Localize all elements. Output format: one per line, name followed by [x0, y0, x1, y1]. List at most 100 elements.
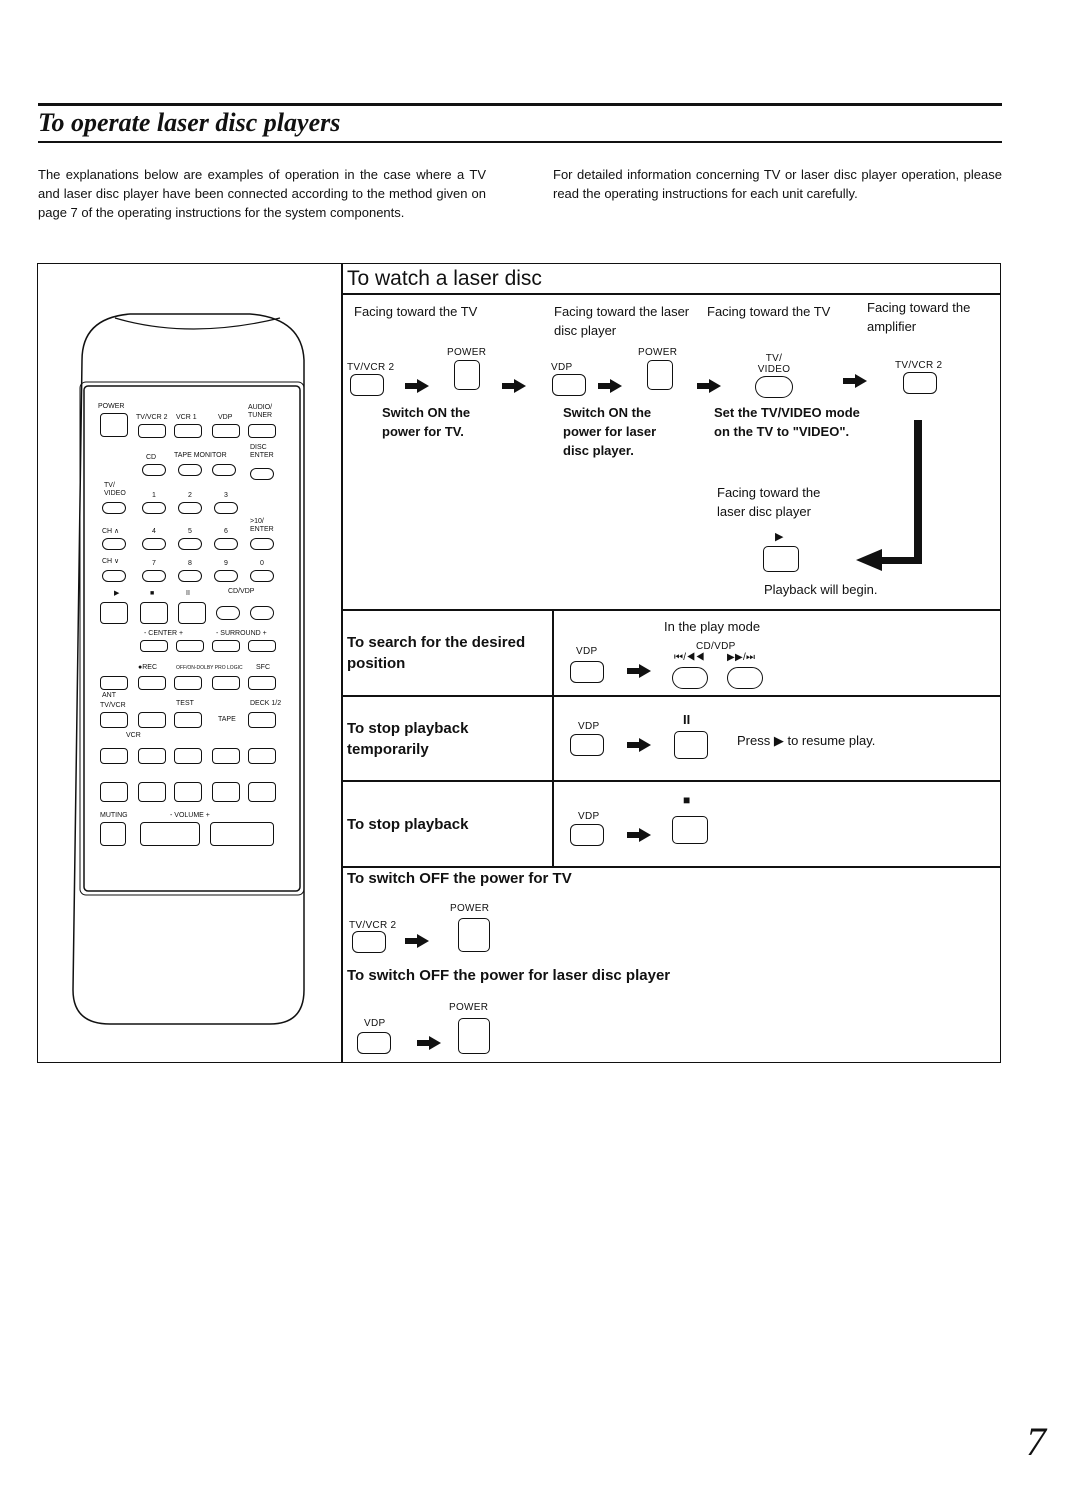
switch-off-ldp-power-button[interactable] [458, 1018, 490, 1054]
final-play-button[interactable] [763, 546, 799, 572]
remote-stop-button[interactable] [140, 602, 168, 624]
remote-pause-button[interactable] [178, 602, 206, 624]
remote-skip-back-button[interactable] [216, 606, 240, 620]
remote-n0-label: 0 [260, 560, 264, 567]
remote-dolby-button-1[interactable] [174, 676, 202, 690]
remote-volume-up-button[interactable] [210, 822, 274, 846]
ops-rule-3 [342, 866, 1001, 868]
title-underline [38, 141, 1002, 143]
remote-ch-up-button[interactable] [102, 538, 126, 550]
remote-muting-button[interactable] [100, 822, 126, 846]
op-search-skip-back-button[interactable] [672, 667, 708, 689]
switch-off-ldp-vdp-button[interactable] [357, 1032, 391, 1054]
remote-disc-button[interactable] [212, 464, 236, 476]
remote-tape-pause-button[interactable] [248, 748, 276, 764]
remote-n0-button[interactable] [250, 570, 274, 582]
op-stop-vdp-button[interactable] [570, 824, 604, 846]
remote-tape-rew-button[interactable] [174, 748, 202, 764]
op-stop-button[interactable] [672, 816, 708, 844]
op-search-vdp-button[interactable] [570, 661, 604, 683]
op-search-note: In the play mode [664, 619, 761, 634]
arrow-icon [843, 374, 869, 388]
remote-center-down-button[interactable] [140, 640, 168, 652]
remote-audio-button[interactable] [248, 424, 276, 438]
remote-ten-button[interactable] [250, 538, 274, 550]
remote-n7-label: 7 [152, 560, 156, 567]
remote-vcr-play-button[interactable] [100, 782, 128, 802]
remote-vcr-ff-button[interactable] [138, 748, 166, 764]
remote-vcr-rew-button[interactable] [100, 748, 128, 764]
remote-n5-button[interactable] [178, 538, 202, 550]
remote-ch-down-button[interactable] [102, 570, 126, 582]
remote-n2-button[interactable] [178, 502, 202, 514]
arrow-icon [598, 379, 624, 393]
flow-connector-horizontal [878, 557, 922, 564]
remote-sfc-button[interactable] [248, 676, 276, 690]
step1-power-label: POWER [447, 347, 487, 358]
remote-volume-down-button[interactable] [140, 822, 200, 846]
remote-surround-down-button[interactable] [212, 640, 240, 652]
remote-surround-up-button[interactable] [248, 640, 276, 652]
remote-tvvcr2-button[interactable] [138, 424, 166, 438]
remote-vcr-stop-button[interactable] [138, 782, 166, 802]
step3-tv-video-button[interactable] [755, 376, 793, 398]
step2-power-button[interactable] [647, 360, 673, 390]
arrow-icon [405, 379, 431, 393]
switch-off-tv-tvvcr2-button[interactable] [352, 931, 386, 953]
remote-n8-button[interactable] [178, 570, 202, 582]
remote-tape-rplay-button[interactable] [174, 782, 202, 802]
remote-n7-button[interactable] [142, 570, 166, 582]
arrow-icon [627, 664, 653, 678]
remote-deck-button[interactable] [248, 712, 276, 728]
remote-disc-enter-label: DISC ENTER [250, 444, 274, 459]
step4-tvvcr2-button[interactable] [903, 372, 937, 394]
remote-ch-down-label: CH ∨ [102, 558, 120, 565]
ops-rule-top [342, 609, 1001, 611]
switch-off-tv-power-button[interactable] [458, 918, 490, 952]
switch-off-ldp-title: To switch OFF the power for laser disc p… [347, 967, 671, 984]
remote-disc-enter-button[interactable] [250, 468, 274, 480]
step1-tvvcr2-button[interactable] [350, 374, 384, 396]
step3-button-label: TV/ VIDEO [757, 353, 791, 375]
switch-off-ldp-power-label: POWER [449, 1002, 489, 1013]
remote-tvvcr-button[interactable] [100, 712, 128, 728]
op-pause-vdp-button[interactable] [570, 734, 604, 756]
page-title: To operate laser disc players [38, 108, 341, 137]
remote-cd-button[interactable] [142, 464, 166, 476]
remote-tape-ff-button[interactable] [212, 748, 240, 764]
remote-rec-button[interactable] [138, 676, 166, 690]
remote-tape-play-button[interactable] [248, 782, 276, 802]
remote-deck-label: DECK 1/2 [250, 700, 282, 707]
op-pause-button[interactable] [674, 731, 708, 759]
remote-tape-button[interactable] [178, 464, 202, 476]
remote-ch-up-label: CH ∧ [102, 528, 120, 535]
remote-n1-button[interactable] [142, 502, 166, 514]
step1-power-button[interactable] [454, 360, 480, 390]
remote-skip-fwd-button[interactable] [250, 606, 274, 620]
remote-n9-button[interactable] [214, 570, 238, 582]
step2-vdp-button[interactable] [552, 374, 586, 396]
op-search-button-label: VDP [576, 646, 598, 657]
switch-off-tv-title: To switch OFF the power for TV [347, 870, 572, 887]
remote-tv-video-button[interactable] [102, 502, 126, 514]
remote-test-button[interactable] [174, 712, 202, 728]
remote-surround-label: - SURROUND + [216, 630, 267, 637]
remote-play-button[interactable] [100, 602, 128, 624]
op-search-skip-fwd-button[interactable] [727, 667, 763, 689]
remote-outline [72, 313, 305, 1025]
remote-rec-left-button[interactable] [100, 676, 128, 690]
remote-vcr-pause-button[interactable] [138, 712, 166, 728]
remote-vcr1-button[interactable] [174, 424, 202, 438]
remote-tape-stop-button[interactable] [212, 782, 240, 802]
remote-center-up-button[interactable] [176, 640, 204, 652]
remote-dolby-button-2[interactable] [212, 676, 240, 690]
final-text: Playback will begin. [764, 582, 878, 597]
remote-n6-button[interactable] [214, 538, 238, 550]
remote-n6-label: 6 [224, 528, 228, 535]
remote-n3-button[interactable] [214, 502, 238, 514]
remote-n4-button[interactable] [142, 538, 166, 550]
remote-vdp-button[interactable] [212, 424, 240, 438]
ops-rule-1 [342, 695, 1001, 697]
remote-cdvdp-label: CD/VDP [228, 588, 255, 595]
remote-power-button[interactable] [100, 413, 128, 437]
